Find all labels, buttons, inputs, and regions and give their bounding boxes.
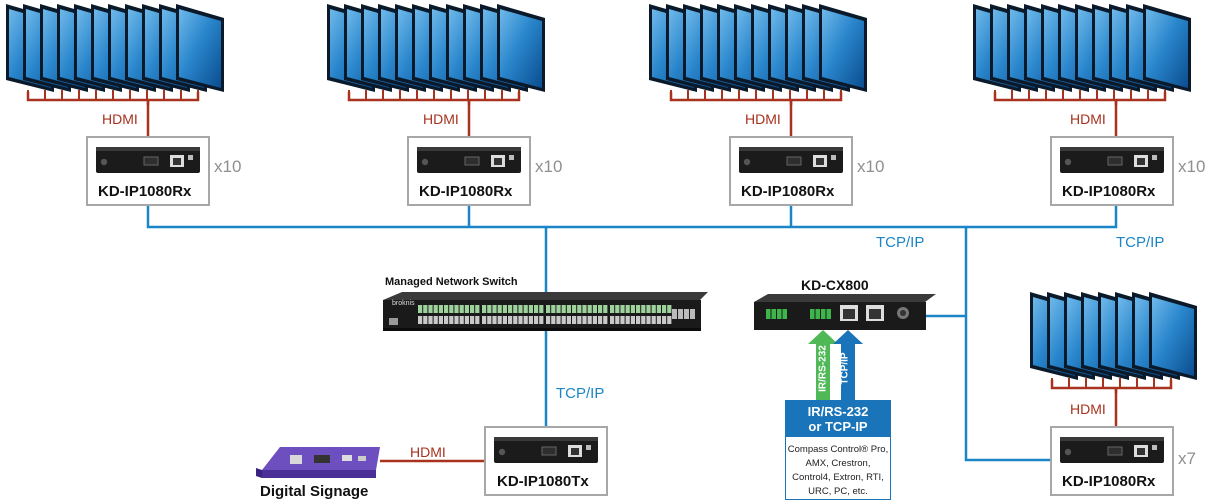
hdmi-label-2: HDMI: [423, 111, 459, 127]
ir-rs232-tag: IR/RS-232: [817, 345, 829, 392]
control-systems-list: Compass Control® Pro, AMX, Crestron, Con…: [785, 436, 891, 500]
display-wall-icon-2: [327, 4, 545, 105]
tcp-ip-arrow: [833, 330, 863, 400]
display-wall-icon-3: [649, 4, 867, 105]
cx800-title: KD-CX800: [801, 277, 869, 293]
rx-count-2: x10: [535, 157, 563, 176]
control-line-3: Control4, Extron, RTI,: [792, 472, 884, 483]
rx-model-label-1: KD-IP1080Rx: [98, 183, 192, 200]
tx-model-label: KD-IP1080Tx: [497, 473, 589, 490]
hdmi-label-1: HDMI: [102, 111, 138, 127]
network-lines: [146, 206, 1118, 462]
rx-model-label-3: KD-IP1080Rx: [741, 183, 835, 200]
rx-model-label-5: KD-IP1080Rx: [1062, 473, 1156, 490]
display-screen-icon: [1149, 292, 1197, 380]
control-header: IR/RS-232 or TCP-IP: [785, 400, 891, 438]
receiver-device-icon-2: [417, 147, 521, 173]
switch-brand: broknis: [392, 300, 415, 307]
digital-signage-label: Digital Signage: [260, 483, 369, 500]
hdmi-lines: [146, 99, 1118, 463]
rx-count-4: x10: [1178, 157, 1206, 176]
receiver-device-icon-5: [1060, 437, 1164, 463]
rx-count-5: x7: [1178, 449, 1196, 468]
receiver-device-icon-1: [96, 147, 200, 173]
tcp-ip-label-3: TCP/IP: [556, 385, 605, 402]
ir-rs232-arrow: [808, 330, 838, 400]
rx-model-label-4: KD-IP1080Rx: [1062, 183, 1156, 200]
rx-model-label-2: KD-IP1080Rx: [419, 183, 513, 200]
hdmi-label-3: HDMI: [745, 111, 781, 127]
network-switch-icon: [383, 292, 708, 331]
control-line-1: Compass Control® Pro,: [787, 444, 889, 455]
display-screen-icon: [176, 4, 224, 92]
tcp-ip-tag: TCP/IP: [839, 352, 851, 385]
rx-count-3: x10: [857, 157, 885, 176]
control-header-line2: or TCP-IP: [808, 419, 868, 434]
display-wall-icon-4: [973, 4, 1191, 105]
tcp-ip-label-1: TCP/IP: [876, 234, 925, 251]
control-processor-icon: [754, 294, 936, 330]
control-line-4: URC, PC, etc.: [808, 486, 868, 497]
media-player-icon: [256, 447, 380, 478]
rx-network-bus: [146, 206, 1118, 229]
transmitter-device-icon: [494, 437, 598, 463]
display-wall-icon-5: [1030, 292, 1197, 393]
display-screen-icon: [1143, 4, 1191, 92]
display-screen-icon: [497, 4, 545, 92]
rx5-network-run: [964, 227, 1050, 462]
display-wall-icon-1: [6, 4, 224, 105]
receiver-device-icon-4: [1060, 147, 1164, 173]
hdmi-label-5: HDMI: [1070, 401, 1106, 417]
control-header-line1: IR/RS-232: [807, 404, 869, 419]
receiver-device-icon-3: [739, 147, 843, 173]
hdmi-label-signage: HDMI: [410, 444, 446, 460]
rx-count-1: x10: [214, 157, 242, 176]
control-line-2: AMX, Crestron,: [805, 458, 871, 469]
display-screen-icon: [819, 4, 867, 92]
tcp-ip-label-2: TCP/IP: [1116, 234, 1165, 251]
switch-title: Managed Network Switch: [385, 276, 518, 288]
hdmi-label-4: HDMI: [1070, 111, 1106, 127]
control-arrows: [808, 330, 863, 400]
